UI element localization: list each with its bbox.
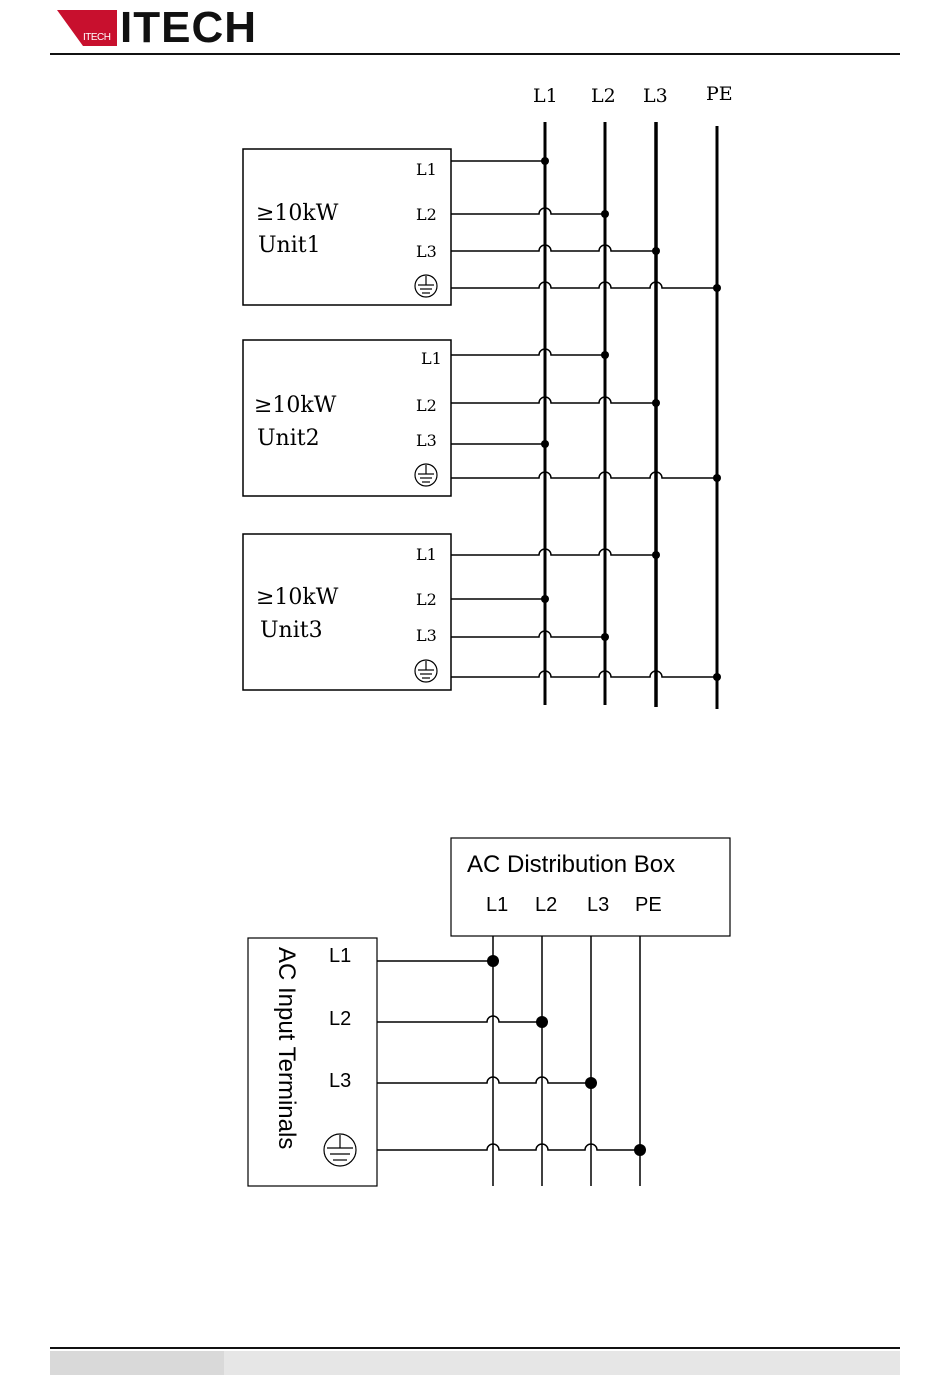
unit1-wire-l2 xyxy=(451,208,605,214)
box-terminal-l3: L3 xyxy=(587,894,609,916)
unit2-box xyxy=(243,340,451,496)
box-terminal-l1: L1 xyxy=(486,894,508,916)
input-terminal-l1: L1 xyxy=(329,945,351,967)
unit1-ground-icon xyxy=(415,275,437,297)
unit2-terminal-l2: L2 xyxy=(416,396,437,415)
bus-label-l3: L3 xyxy=(643,85,668,107)
input-terminal-l3: L3 xyxy=(329,1070,351,1092)
bus-label-pe: PE xyxy=(706,83,733,105)
unit3-wire-l3 xyxy=(451,631,605,637)
input-wire-pe xyxy=(377,1144,640,1150)
footer-rule xyxy=(50,1347,900,1349)
input-terminal-l2: L2 xyxy=(329,1008,351,1030)
unit3-terminal-l3: L3 xyxy=(416,626,437,645)
unit3-power: ≥10kW xyxy=(256,585,339,610)
unit3-terminal-l1: L1 xyxy=(416,545,437,564)
unit2-power: ≥10kW xyxy=(254,393,337,418)
unit2-wire-l2 xyxy=(451,397,656,403)
bus-label-l1: L1 xyxy=(533,85,558,107)
ac-distribution-wiring-diagram: AC Distribution Box L1 L2 L3 PE L1 L2 L3… xyxy=(0,800,950,1200)
unit2-wire-l1 xyxy=(451,349,605,355)
unit3-name: Unit3 xyxy=(260,618,323,643)
unit2-name: Unit2 xyxy=(257,426,320,451)
unit1-wire-pe xyxy=(451,282,717,288)
unit2-terminal-l1: L1 xyxy=(421,349,442,368)
unit3-terminal-l2: L2 xyxy=(416,590,437,609)
unit3-ground-icon xyxy=(415,660,437,682)
unit1-terminal-l2: L2 xyxy=(416,205,437,224)
unit1-terminal-l1: L1 xyxy=(416,160,437,179)
input-wire-l2 xyxy=(377,1016,542,1022)
distribution-box-title: AC Distribution Box xyxy=(467,851,675,878)
bus-label-l2: L2 xyxy=(591,85,616,107)
unit2-wire-pe xyxy=(451,472,717,478)
unit3-wire-l1 xyxy=(451,549,656,555)
junction-dots xyxy=(541,157,721,681)
box-terminal-l2: L2 xyxy=(535,894,557,916)
unit1-power: ≥10kW xyxy=(256,201,339,226)
input-terminals-title: AC Input Terminals xyxy=(273,947,300,1149)
unit1-name: Unit1 xyxy=(258,233,321,258)
three-unit-wiring-diagram: L1 L2 L3 PE ≥10kW Unit1 L1 L2 L3 ≥10kW U… xyxy=(0,0,950,760)
input-ground-icon xyxy=(324,1134,356,1166)
box-terminal-pe: PE xyxy=(635,894,662,916)
unit2-terminal-l3: L3 xyxy=(416,431,437,450)
unit1-terminal-l3: L3 xyxy=(416,242,437,261)
unit1-wire-l3 xyxy=(451,245,656,251)
footer-cell xyxy=(50,1351,224,1375)
input-junction-dots xyxy=(487,955,646,1156)
input-terminals-box xyxy=(248,938,377,1186)
input-wire-l3 xyxy=(377,1077,591,1083)
unit3-wire-pe xyxy=(451,671,717,677)
unit2-ground-icon xyxy=(415,464,437,486)
